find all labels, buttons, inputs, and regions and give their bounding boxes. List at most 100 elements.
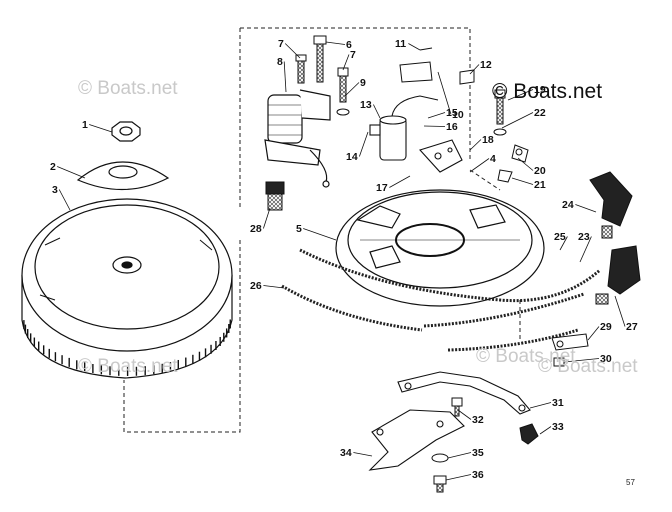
callout-label: 3 bbox=[52, 184, 58, 196]
flywheel bbox=[21, 198, 233, 379]
callout-label: 27 bbox=[626, 321, 638, 333]
flywheel-washer bbox=[76, 161, 170, 191]
link-screws bbox=[451, 397, 539, 445]
leader-line bbox=[263, 207, 271, 229]
callout-label: 23 bbox=[578, 231, 590, 243]
leader-line bbox=[579, 236, 592, 263]
throttle-link bbox=[397, 371, 531, 415]
callout-label: 1 bbox=[82, 119, 88, 131]
breaker-points bbox=[419, 139, 463, 173]
callout-label: 7 bbox=[278, 38, 284, 50]
callout-label: 31 bbox=[552, 397, 564, 409]
watermark-faint-right: © Boats.net bbox=[476, 346, 576, 367]
leader-line bbox=[389, 175, 411, 188]
callout-label: 8 bbox=[277, 56, 283, 68]
callout-label: 13 bbox=[360, 99, 372, 111]
leader-line bbox=[517, 157, 534, 171]
leader-line bbox=[284, 43, 301, 59]
callout-label: 14 bbox=[346, 151, 358, 163]
leader-line bbox=[469, 64, 480, 75]
condenser bbox=[369, 95, 439, 161]
callout-label: 28 bbox=[250, 223, 262, 235]
callout-label: 29 bbox=[600, 321, 612, 333]
leader-line bbox=[353, 452, 373, 457]
leader-line bbox=[427, 112, 446, 119]
callout-label: 16 bbox=[446, 121, 458, 133]
spark-plug-boots bbox=[589, 171, 641, 305]
leader-line bbox=[283, 61, 287, 93]
callout-label: 36 bbox=[472, 469, 484, 481]
callout-label: 4 bbox=[490, 153, 496, 165]
leader-line bbox=[614, 295, 626, 327]
leader-line bbox=[469, 139, 482, 151]
callout-label: 12 bbox=[480, 59, 492, 71]
callout-label: 20 bbox=[534, 165, 546, 177]
leader-line bbox=[423, 125, 446, 127]
callout-label: 32 bbox=[472, 414, 484, 426]
callout-label: 22 bbox=[534, 107, 546, 119]
callout-label: 6 bbox=[346, 39, 352, 51]
callout-label: 30 bbox=[600, 353, 612, 365]
callout-label: 5 bbox=[296, 223, 302, 235]
leader-line bbox=[507, 89, 534, 101]
leader-line bbox=[447, 452, 472, 459]
callout-label: 15 bbox=[446, 107, 458, 119]
callout-label: 34 bbox=[340, 447, 352, 459]
boot-connector bbox=[265, 181, 285, 211]
watermark-faint-top: © Boats.net bbox=[78, 78, 178, 99]
leader-line bbox=[359, 131, 369, 157]
leader-line bbox=[325, 41, 346, 45]
leader-line bbox=[501, 112, 534, 129]
watermark-faint-far-right: © Boats.net bbox=[538, 356, 638, 377]
leader-line bbox=[457, 409, 472, 420]
leader-line bbox=[445, 474, 472, 481]
ground-terminal bbox=[551, 333, 589, 367]
clip-and-cam bbox=[399, 47, 475, 85]
callout-label: 26 bbox=[250, 280, 262, 292]
leader-line bbox=[559, 236, 568, 251]
callout-label: 10 bbox=[452, 109, 464, 121]
callout-label: 35 bbox=[472, 447, 484, 459]
high-tension-leads bbox=[281, 248, 601, 352]
flywheel-nut bbox=[111, 121, 141, 142]
callout-labels: 1234567789101112131415161718192021222324… bbox=[50, 38, 638, 481]
ignition-coil bbox=[264, 89, 331, 188]
leader-line bbox=[529, 402, 552, 409]
callout-leader-lines bbox=[57, 41, 626, 481]
page-number: 57 bbox=[626, 478, 635, 487]
leader-line bbox=[58, 189, 71, 211]
throttle-cam bbox=[368, 409, 465, 471]
leader-line bbox=[563, 358, 600, 363]
assembly-guide-lines bbox=[123, 27, 521, 433]
flywheel-ring-gear bbox=[23, 319, 231, 376]
callout-label: 18 bbox=[482, 134, 494, 146]
callout-label: 25 bbox=[554, 231, 566, 243]
leader-line bbox=[263, 285, 285, 289]
leader-line bbox=[408, 43, 421, 51]
callout-label: 24 bbox=[562, 199, 574, 211]
leader-line bbox=[57, 166, 86, 179]
leader-line bbox=[303, 228, 337, 241]
screws-top bbox=[295, 35, 350, 116]
callout-label: 11 bbox=[395, 38, 406, 50]
callout-label: 19 bbox=[534, 84, 546, 96]
leader-line bbox=[469, 158, 490, 173]
callout-label: 17 bbox=[376, 182, 388, 194]
leader-line bbox=[437, 71, 452, 115]
callout-label: 2 bbox=[50, 161, 56, 173]
callout-label: 7 bbox=[350, 49, 356, 61]
leader-line bbox=[373, 104, 381, 119]
leader-line bbox=[342, 54, 350, 71]
right-hardware bbox=[493, 89, 529, 183]
leader-line bbox=[511, 177, 534, 185]
leader-line bbox=[89, 124, 113, 133]
leader-line bbox=[344, 82, 360, 97]
callout-label: 9 bbox=[360, 77, 366, 89]
watermark-main: © Boats.net bbox=[492, 80, 603, 103]
callout-label: 21 bbox=[534, 179, 546, 191]
leader-line bbox=[587, 326, 600, 341]
leader-line bbox=[575, 204, 597, 213]
armature-plate bbox=[335, 189, 545, 307]
watermark-faint-left: © Boats.net bbox=[78, 356, 178, 377]
